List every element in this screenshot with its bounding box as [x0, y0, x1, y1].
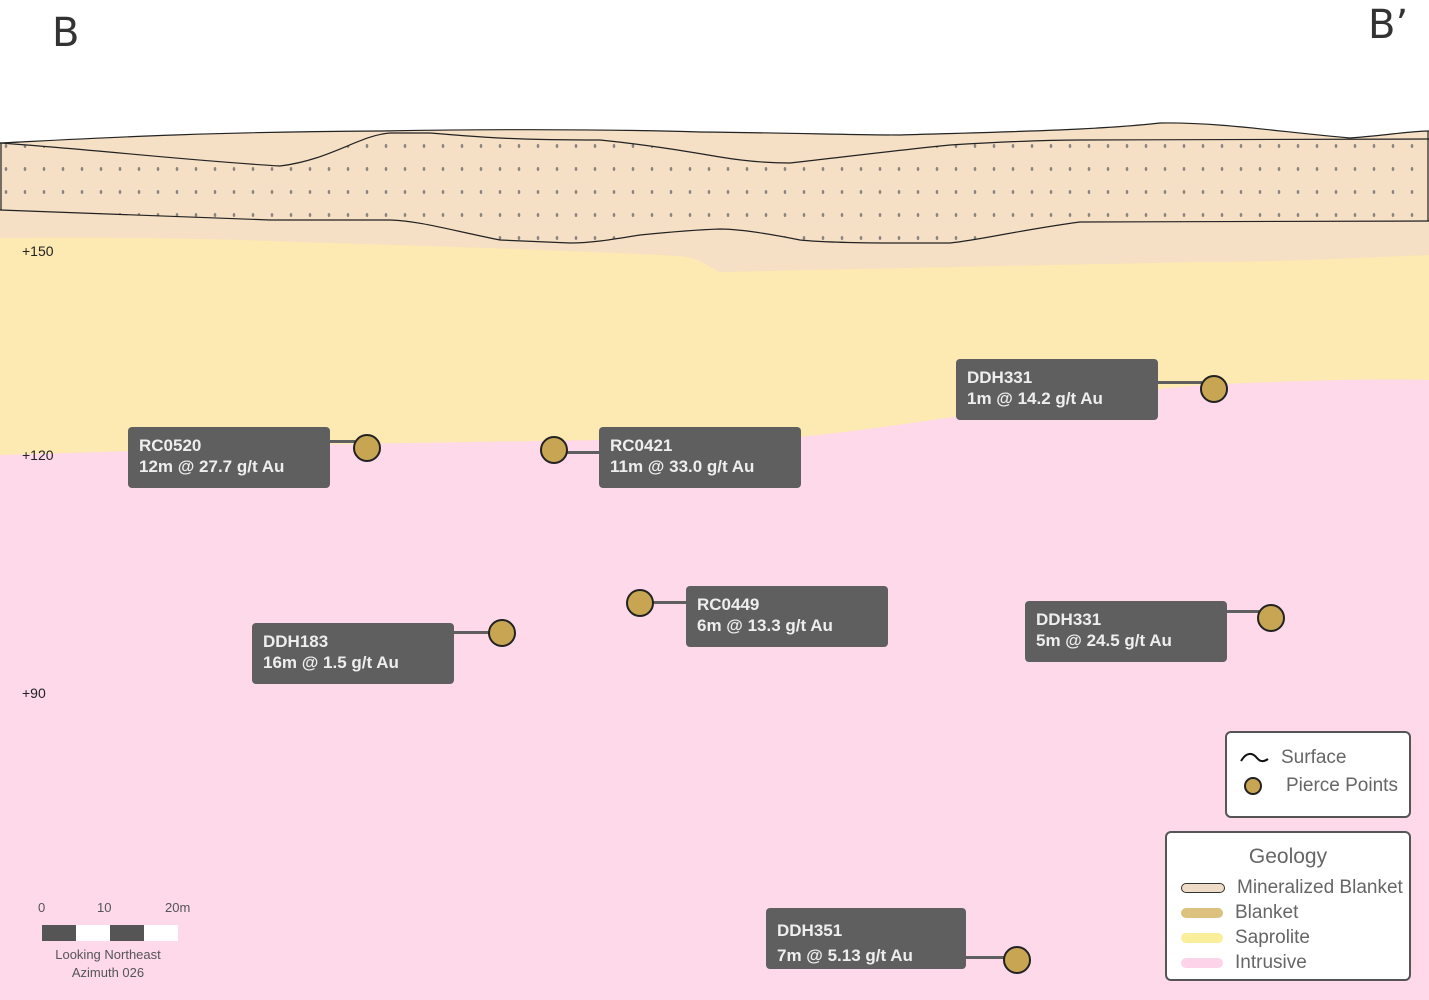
elevation-label: +90 — [22, 685, 46, 701]
legend-label: Surface — [1281, 747, 1347, 768]
callout-connector — [454, 631, 490, 634]
intercept-callout: RC0449 6m @ 13.3 g/t Au — [686, 586, 888, 647]
hole-id: DDH183 — [263, 632, 329, 651]
legend-item-blanket: Blanket — [1181, 900, 1409, 925]
pierce-point[interactable] — [626, 589, 654, 617]
intercept-grade: 16m @ 1.5 g/t Au — [263, 653, 399, 672]
elevation-label: +150 — [22, 243, 54, 259]
intercept-callout: DDH331 1m @ 14.2 g/t Au — [956, 359, 1158, 420]
legend-label: Blanket — [1235, 901, 1299, 923]
legend-item-intrusive: Intrusive — [1181, 950, 1409, 975]
callout-connector — [566, 451, 599, 454]
intercept-callout: DDH331 5m @ 24.5 g/t Au — [1025, 601, 1227, 662]
callout-connector — [966, 956, 1006, 959]
geology-legend: Geology Mineralized Blanket Blanket Sapr… — [1165, 831, 1411, 981]
legend-item-saprolite: Saprolite — [1181, 925, 1409, 950]
hole-id: RC0520 — [139, 436, 202, 455]
pierce-point[interactable] — [488, 619, 516, 647]
intercept-callout: DDH351 7m @ 5.13 g/t Au — [766, 908, 966, 969]
mineralized-bottom-line — [0, 209, 1429, 244]
hole-id: DDH351 — [777, 921, 843, 940]
legend-item-mineralized-blanket: Mineralized Blanket — [1181, 875, 1409, 900]
intercept-callout: DDH183 16m @ 1.5 g/t Au — [252, 623, 454, 684]
scale-bar-graphic — [42, 925, 178, 941]
legend-label: Mineralized Blanket — [1237, 876, 1403, 898]
intercept-callout: RC0520 12m @ 27.7 g/t Au — [128, 427, 330, 488]
hole-id: DDH331 — [967, 368, 1033, 387]
intercept-grade: 1m @ 14.2 g/t Au — [967, 389, 1103, 408]
intercept-grade: 7m @ 5.13 g/t Au — [777, 946, 913, 965]
scale-tick: 20m — [165, 900, 191, 915]
hole-id: DDH331 — [1036, 610, 1102, 629]
intercept-grade: 12m @ 27.7 g/t Au — [139, 457, 285, 476]
hole-id: RC0449 — [697, 595, 760, 614]
callout-connector — [652, 601, 686, 604]
mineralized-blanket-swatch — [1181, 882, 1225, 893]
pierce-point[interactable] — [353, 434, 381, 462]
elevation-label: +120 — [22, 447, 54, 463]
section-start-label: B — [52, 10, 80, 56]
scale-tick: 0 — [38, 900, 46, 915]
pierce-point[interactable] — [1200, 375, 1228, 403]
legend-item-surface: Surface — [1239, 744, 1409, 772]
legend-item-pierce-points: Pierce Points — [1239, 772, 1409, 800]
pierce-point[interactable] — [540, 436, 568, 464]
intercept-grade: 11m @ 33.0 g/t Au — [610, 457, 755, 476]
intrusive-swatch — [1181, 957, 1223, 968]
intercept-callout: RC0421 11m @ 33.0 g/t Au — [599, 427, 801, 488]
legend-label: Intrusive — [1235, 951, 1307, 973]
pierce-point[interactable] — [1257, 604, 1285, 632]
callout-connector — [330, 440, 355, 443]
intercept-grade: 5m @ 24.5 g/t Au — [1036, 631, 1172, 650]
legend-label: Saprolite — [1235, 926, 1310, 948]
pierce-point-icon — [1244, 777, 1262, 795]
symbols-legend: Surface Pierce Points — [1225, 731, 1411, 818]
surface-line — [0, 122, 1429, 144]
saprolite-layer — [0, 235, 1429, 455]
pierce-point[interactable] — [1003, 946, 1031, 974]
mineralized-top-line — [0, 132, 1429, 167]
callout-connector — [1158, 381, 1202, 384]
intercept-grade: 6m @ 13.3 g/t Au — [697, 616, 833, 635]
view-direction: Looking Northeast — [55, 947, 161, 962]
legend-label: Pierce Points — [1286, 775, 1398, 796]
azimuth: Azimuth 026 — [71, 965, 145, 980]
legend-title: Geology — [1248, 845, 1328, 868]
callout-connector — [1227, 610, 1259, 613]
hole-id: RC0421 — [610, 436, 673, 455]
blanket-swatch — [1181, 907, 1223, 918]
section-end-label: B’ — [1368, 2, 1409, 48]
saprolite-swatch — [1181, 932, 1223, 943]
surface-line-icon — [1240, 752, 1269, 763]
scale-tick: 10 — [97, 900, 112, 915]
